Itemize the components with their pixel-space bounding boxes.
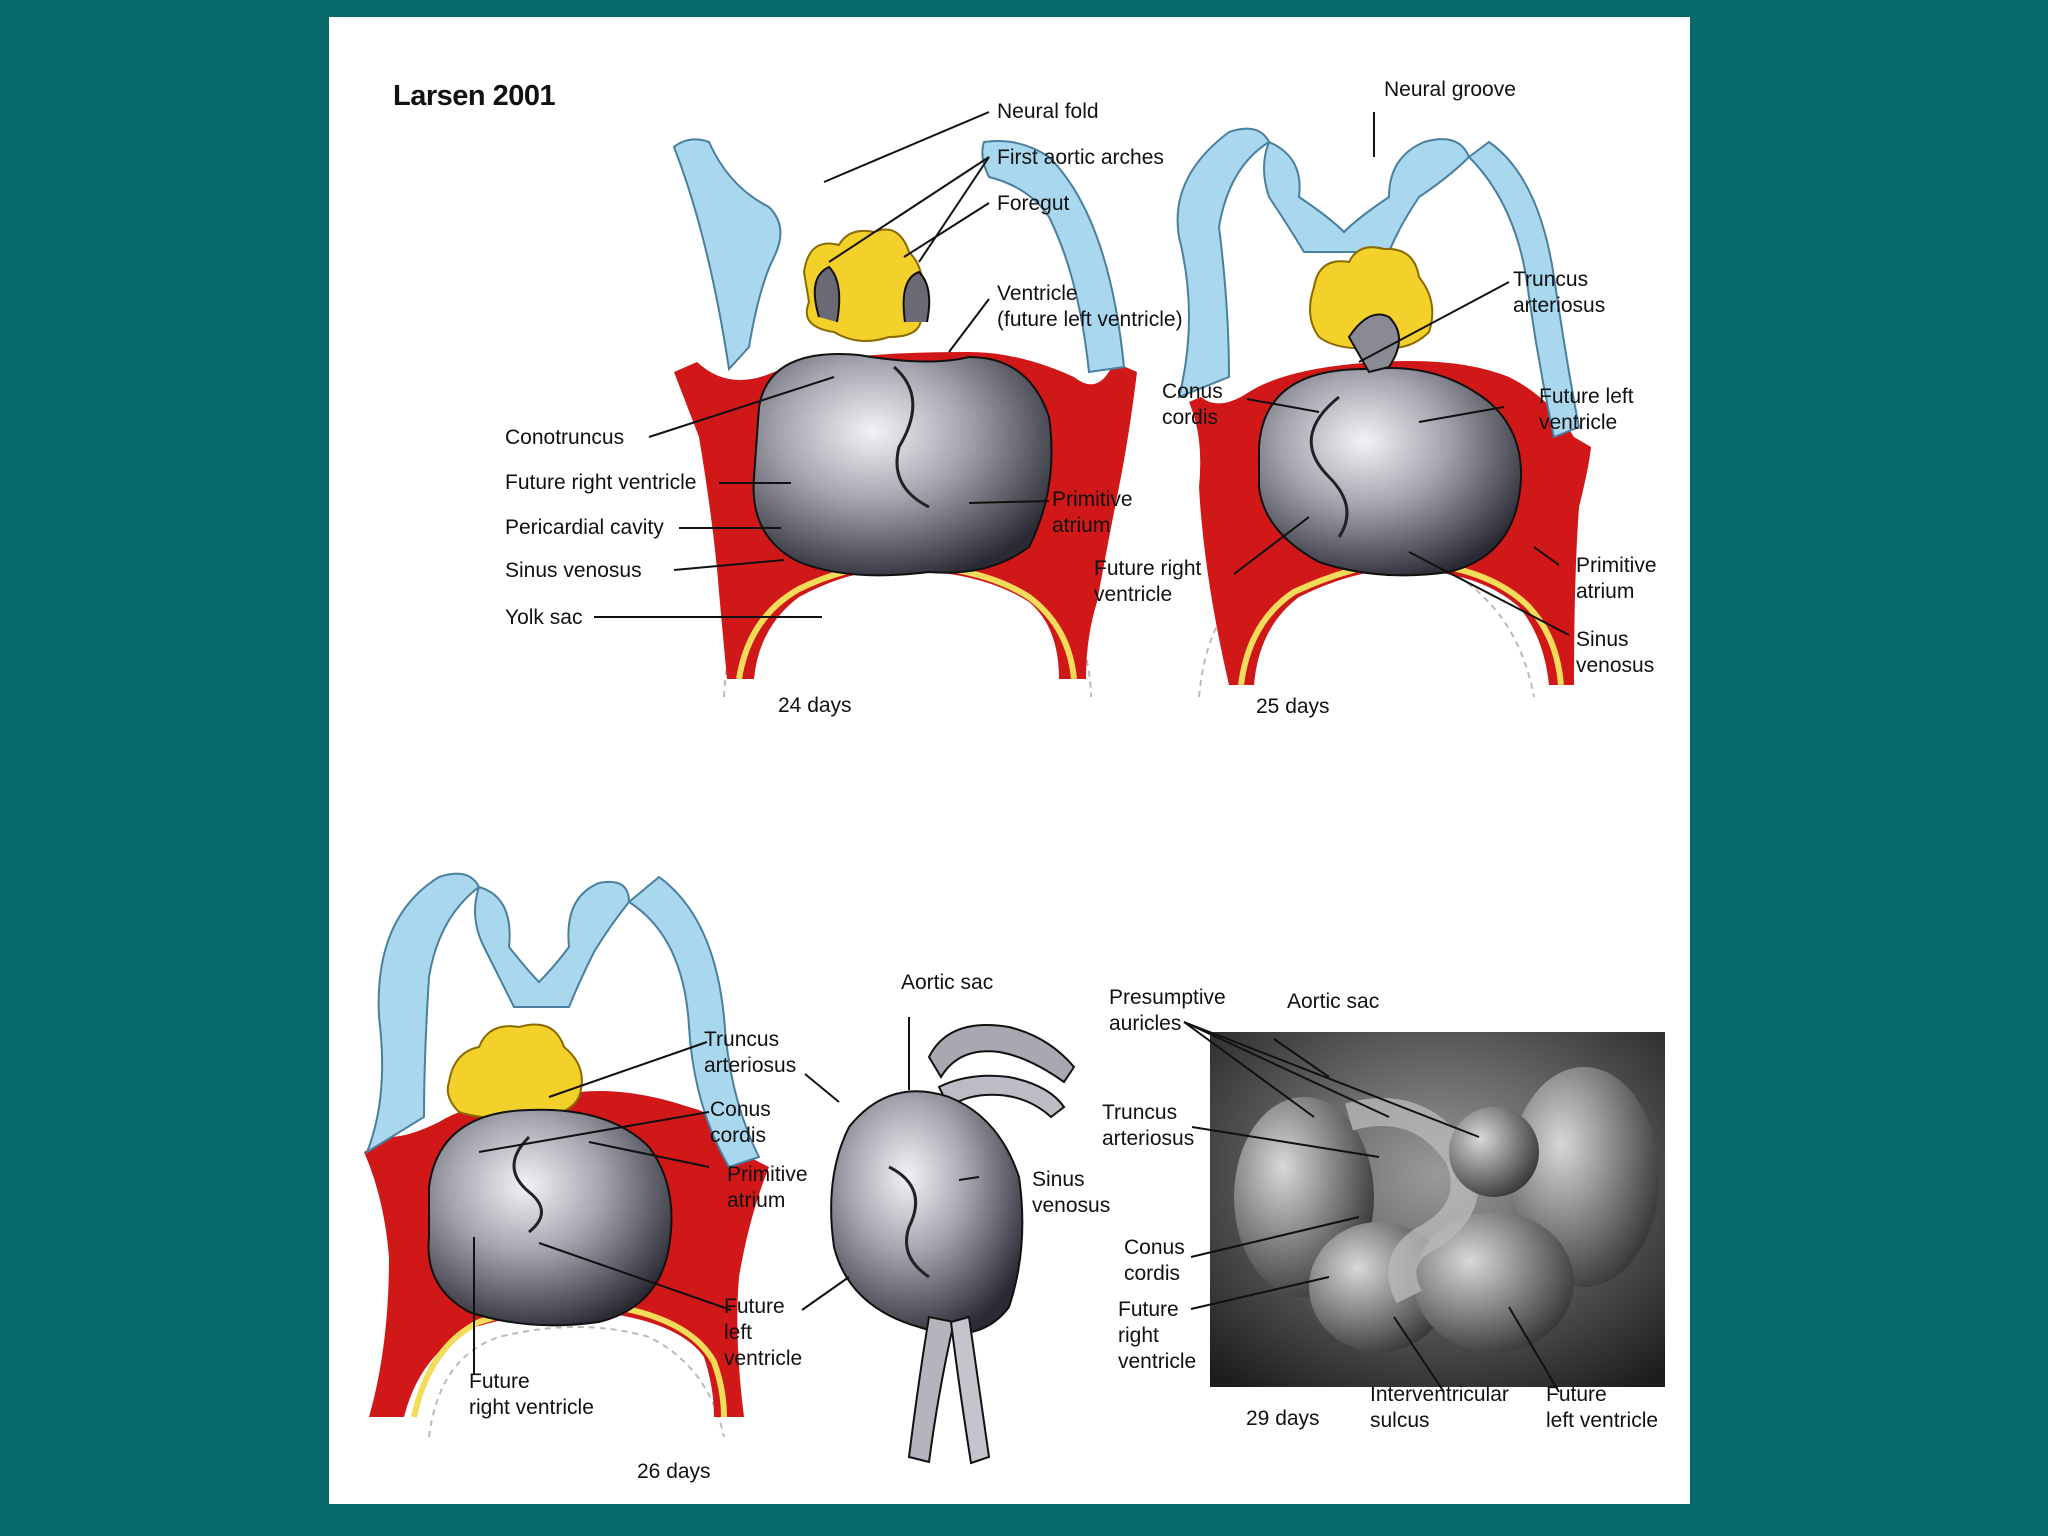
heart-crease-26: [888, 1165, 930, 1279]
label-neural-groove: Neural groove: [1384, 78, 1516, 101]
sinus-tail-a: [907, 1315, 956, 1464]
day-label-29: 29 days: [1246, 1407, 1320, 1430]
label-primitive-atrium-24: Primitive atrium: [1052, 488, 1133, 537]
label-truncus-arteriosus-29: Truncus arteriosus: [1102, 1101, 1195, 1150]
yolk-sac-outline-26: [428, 1326, 725, 1438]
heart-body-26: [830, 1090, 1024, 1335]
heart-loop-26: [512, 1135, 543, 1234]
outflow-vessel-2: [937, 1074, 1066, 1119]
figure-panel: Larsen 2001 Neural fold First aortic arc…: [329, 17, 1690, 1504]
heart-loop-25: [1309, 395, 1349, 538]
sem-ventricle-right: [1414, 1212, 1574, 1352]
aortic-arch-right-24: [902, 270, 931, 323]
label-yolk-sac: Yolk sac: [505, 606, 583, 629]
label-first-aortic-arches: First aortic arches: [997, 146, 1164, 169]
day-label-25: 25 days: [1256, 695, 1330, 718]
label-foregut: Foregut: [997, 192, 1070, 215]
embryo-26-days: [364, 872, 769, 1438]
label-presumptive-auricles: Presumptive auricles: [1109, 986, 1226, 1035]
outflow-vessel-1: [927, 1024, 1076, 1084]
heart-24: [752, 353, 1053, 577]
label-sinus-venosus-24: Sinus venosus: [505, 559, 642, 582]
label-future-left-ventricle-29: Future left ventricle: [1546, 1383, 1659, 1432]
label-truncus-arteriosus-25: Truncus arteriosus: [1513, 268, 1606, 317]
foregut-26: [446, 1023, 583, 1119]
label-pericardial-cavity: Pericardial cavity: [505, 516, 664, 539]
neural-tube-left-25: [1176, 127, 1271, 399]
embryo-25-days: [1176, 127, 1591, 698]
neural-tube-mid-26: [474, 880, 631, 1008]
heart-fold-24: [893, 365, 930, 509]
heart-26: [427, 1108, 673, 1327]
neural-tube-left-26: [364, 872, 481, 1155]
label-future-right-ventricle-29: Future right ventricle: [1118, 1298, 1197, 1373]
label-primitive-atrium-26: Primitive atrium: [727, 1163, 808, 1212]
neural-tube-right-24: [981, 140, 1126, 374]
aortic-arch-left-24: [813, 265, 841, 323]
label-future-right-ventricle-24: Future right ventricle: [505, 471, 697, 494]
day-label-26: 26 days: [637, 1460, 711, 1483]
label-future-right-ventricle-26: Future right ventricle: [469, 1370, 594, 1419]
label-sinus-venosus-26: Sinus venosus: [1032, 1168, 1111, 1217]
day-label-24: 24 days: [778, 694, 852, 717]
neural-tube-mid-25: [1263, 138, 1471, 253]
label-conus-cordis-25: Conus cordis: [1162, 380, 1223, 429]
sem-loop: [1345, 1098, 1479, 1304]
sinus-tail-b: [949, 1315, 991, 1465]
label-aortic-sac-29: Aortic sac: [1287, 990, 1380, 1013]
label-conotruncus: Conotruncus: [505, 426, 625, 449]
embryo-24-days: [672, 138, 1137, 698]
sem-29-days: [1210, 1032, 1665, 1387]
embryo-heart-illustrations: [364, 111, 1665, 1465]
foregut-25: [1309, 246, 1434, 350]
label-aortic-sac-26: Aortic sac: [901, 971, 994, 994]
neural-tube-right-26: [627, 875, 761, 1169]
leader-lines: [473, 111, 1570, 1393]
label-sinus-venosus-25: Sinus venosus: [1576, 628, 1655, 677]
label-future-left-ventricle-25: Future left ventricle: [1539, 385, 1634, 434]
neural-tube-right-25: [1467, 140, 1581, 439]
label-conus-cordis-26: Conus cordis: [710, 1098, 771, 1147]
isolated-heart-26: [830, 1024, 1076, 1465]
label-interventricular-sulcus: Interventricular sulcus: [1370, 1383, 1509, 1432]
credit-label: Larsen 2001: [393, 80, 556, 112]
label-ventricle: Ventricle (future left ventricle): [997, 282, 1183, 331]
sem-auricle: [1449, 1107, 1539, 1197]
label-truncus-arteriosus-26: Truncus arteriosus: [704, 1028, 797, 1077]
heart-25: [1258, 366, 1522, 577]
label-conus-cordis-29: Conus cordis: [1124, 1236, 1185, 1285]
label-primitive-atrium-25: Primitive atrium: [1576, 554, 1657, 603]
truncus-25: [1347, 313, 1400, 374]
neural-tube-left-24: [672, 138, 782, 372]
label-neural-fold: Neural fold: [997, 100, 1099, 123]
label-future-right-ventricle-25: Future right ventricle: [1094, 557, 1202, 606]
label-future-left-ventricle-26: Future left ventricle: [724, 1295, 803, 1370]
